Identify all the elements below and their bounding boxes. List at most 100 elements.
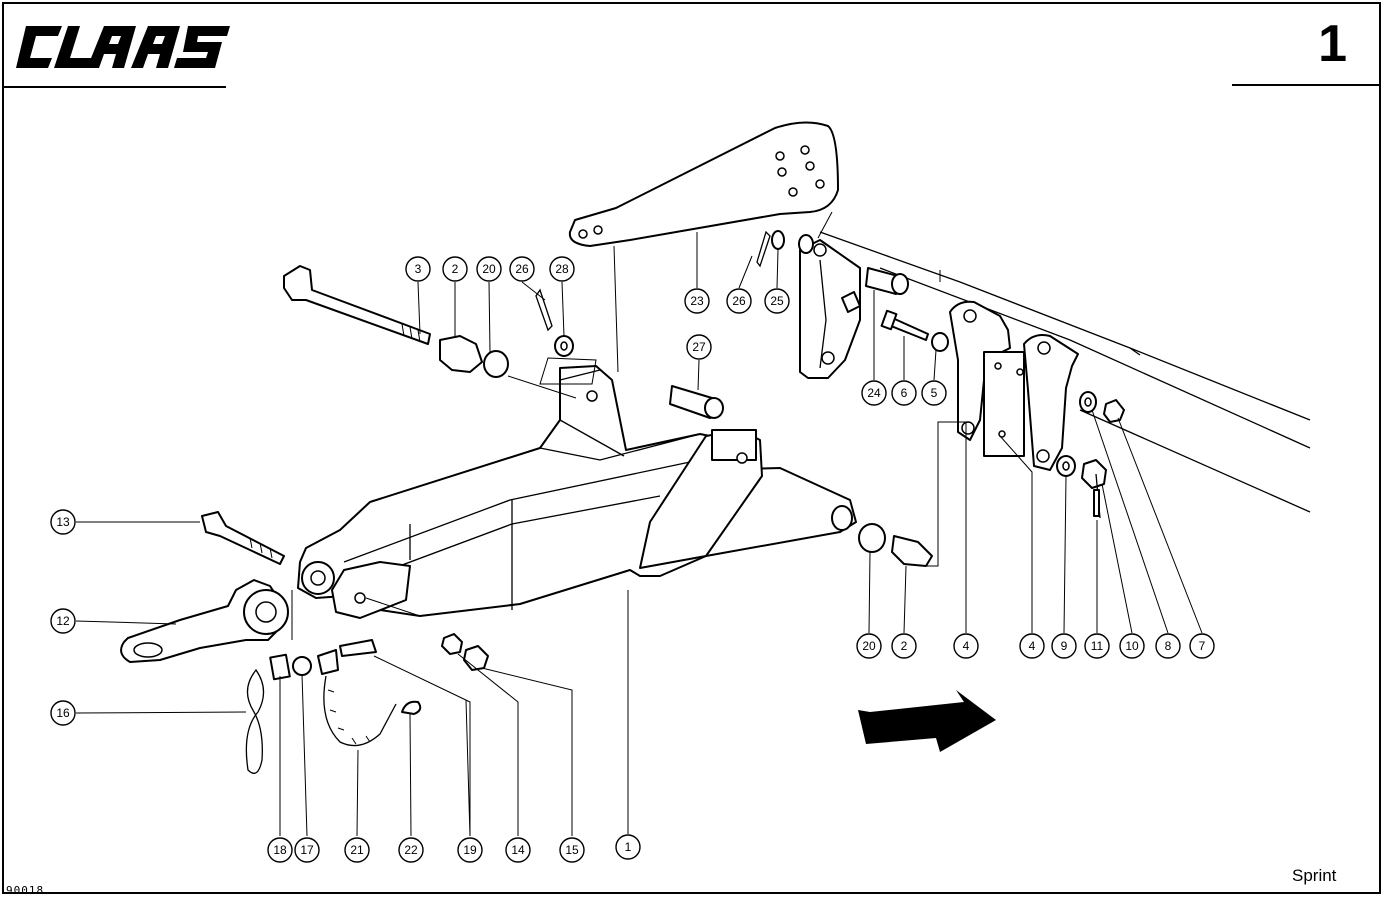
callout-circle <box>559 837 585 863</box>
callout-circle <box>1051 633 1077 659</box>
callout-circle <box>861 380 887 406</box>
callout-number: 23 <box>690 294 704 308</box>
callout-circle <box>1189 633 1215 659</box>
callout-13: 13 <box>50 509 76 535</box>
callout-number: 20 <box>862 639 876 653</box>
callout-circle <box>764 288 790 314</box>
callout-circle <box>267 837 293 863</box>
callout-circle <box>1119 633 1145 659</box>
callout-28: 28 <box>549 256 575 282</box>
callout-circle <box>442 256 468 282</box>
hinge-bracket <box>756 230 861 379</box>
callout-26: 26 <box>509 256 535 282</box>
callout-2: 2 <box>891 633 917 659</box>
callout-number: 26 <box>515 262 529 276</box>
bolt-13 <box>201 511 285 565</box>
header-rule-right <box>1232 84 1380 86</box>
callout-circle <box>405 256 431 282</box>
main-drawbar <box>297 365 857 619</box>
callout-4: 4 <box>953 633 979 659</box>
mounting-plates <box>949 300 1079 471</box>
callout-19: 19 <box>457 837 483 863</box>
callout-number: 10 <box>1125 639 1139 653</box>
callout-7: 7 <box>1189 633 1215 659</box>
callout-number: 2 <box>452 262 459 276</box>
callout-circle <box>615 834 641 860</box>
long-bolt-3 <box>283 265 597 385</box>
callout-16: 16 <box>50 700 76 726</box>
upper-pins <box>865 267 949 352</box>
model-name: Sprint <box>1292 866 1337 885</box>
claas-logo <box>16 26 230 68</box>
callout-circle <box>891 633 917 659</box>
callout-circle <box>1019 633 1045 659</box>
callout-25: 25 <box>764 288 790 314</box>
callout-circle <box>726 288 752 314</box>
callout-14: 14 <box>505 837 531 863</box>
callout-number: 27 <box>692 340 706 354</box>
callout-circle <box>50 608 76 634</box>
callout-circle <box>891 380 917 406</box>
callout-5: 5 <box>921 380 947 406</box>
callout-number: 19 <box>463 843 477 857</box>
callout-circle <box>457 837 483 863</box>
callout-9: 9 <box>1051 633 1077 659</box>
callout-circle <box>505 837 531 863</box>
callout-circle <box>50 509 76 535</box>
callout-number: 26 <box>732 294 746 308</box>
nuts-14-15 <box>441 633 489 671</box>
callout-number: 6 <box>901 386 908 400</box>
callout-number: 8 <box>1165 639 1172 653</box>
callout-circle <box>294 837 320 863</box>
callout-number: 22 <box>404 843 418 857</box>
callout-number: 17 <box>300 843 314 857</box>
callout-circle <box>50 700 76 726</box>
callout-number: 5 <box>931 386 938 400</box>
callout-3: 3 <box>405 256 431 282</box>
callout-number: 21 <box>350 843 364 857</box>
callout-number: 25 <box>770 294 784 308</box>
callout-15: 15 <box>559 837 585 863</box>
callout-circle <box>1084 633 1110 659</box>
callout-circle <box>549 256 575 282</box>
callout-circle <box>344 837 370 863</box>
leader-lines <box>75 211 1203 837</box>
pin-27 <box>669 385 724 419</box>
callout-number: 20 <box>482 262 496 276</box>
callout-number: 9 <box>1061 639 1068 653</box>
callout-number: 15 <box>565 843 579 857</box>
callout-number: 3 <box>415 262 422 276</box>
callout-number: 14 <box>511 843 525 857</box>
callout-circle <box>476 256 502 282</box>
callout-11: 11 <box>1084 633 1110 659</box>
frame-beam <box>819 231 1311 513</box>
callout-circle <box>856 633 882 659</box>
callout-circle <box>398 837 424 863</box>
callout-circle <box>953 633 979 659</box>
document-code: 90018 <box>6 884 45 897</box>
direction-arrow <box>858 690 996 752</box>
page-number: 1 <box>1318 15 1347 73</box>
callout-26: 26 <box>726 288 752 314</box>
callout-12: 12 <box>50 608 76 634</box>
callout-number: 2 <box>901 639 908 653</box>
callout-number: 1 <box>625 840 632 854</box>
callout-20: 20 <box>856 633 882 659</box>
callout-number: 13 <box>56 515 70 529</box>
callout-circle <box>921 380 947 406</box>
callout-23: 23 <box>684 288 710 314</box>
callout-4: 4 <box>1019 633 1045 659</box>
callout-number: 11 <box>1091 639 1104 653</box>
callout-number: 4 <box>963 639 970 653</box>
header-rule-left <box>4 86 226 88</box>
callout-number: 28 <box>555 262 569 276</box>
towing-eye <box>120 579 289 663</box>
callout-24: 24 <box>861 380 887 406</box>
safety-parts <box>245 639 422 774</box>
callout-number: 7 <box>1199 639 1206 653</box>
callout-27: 27 <box>686 334 712 360</box>
